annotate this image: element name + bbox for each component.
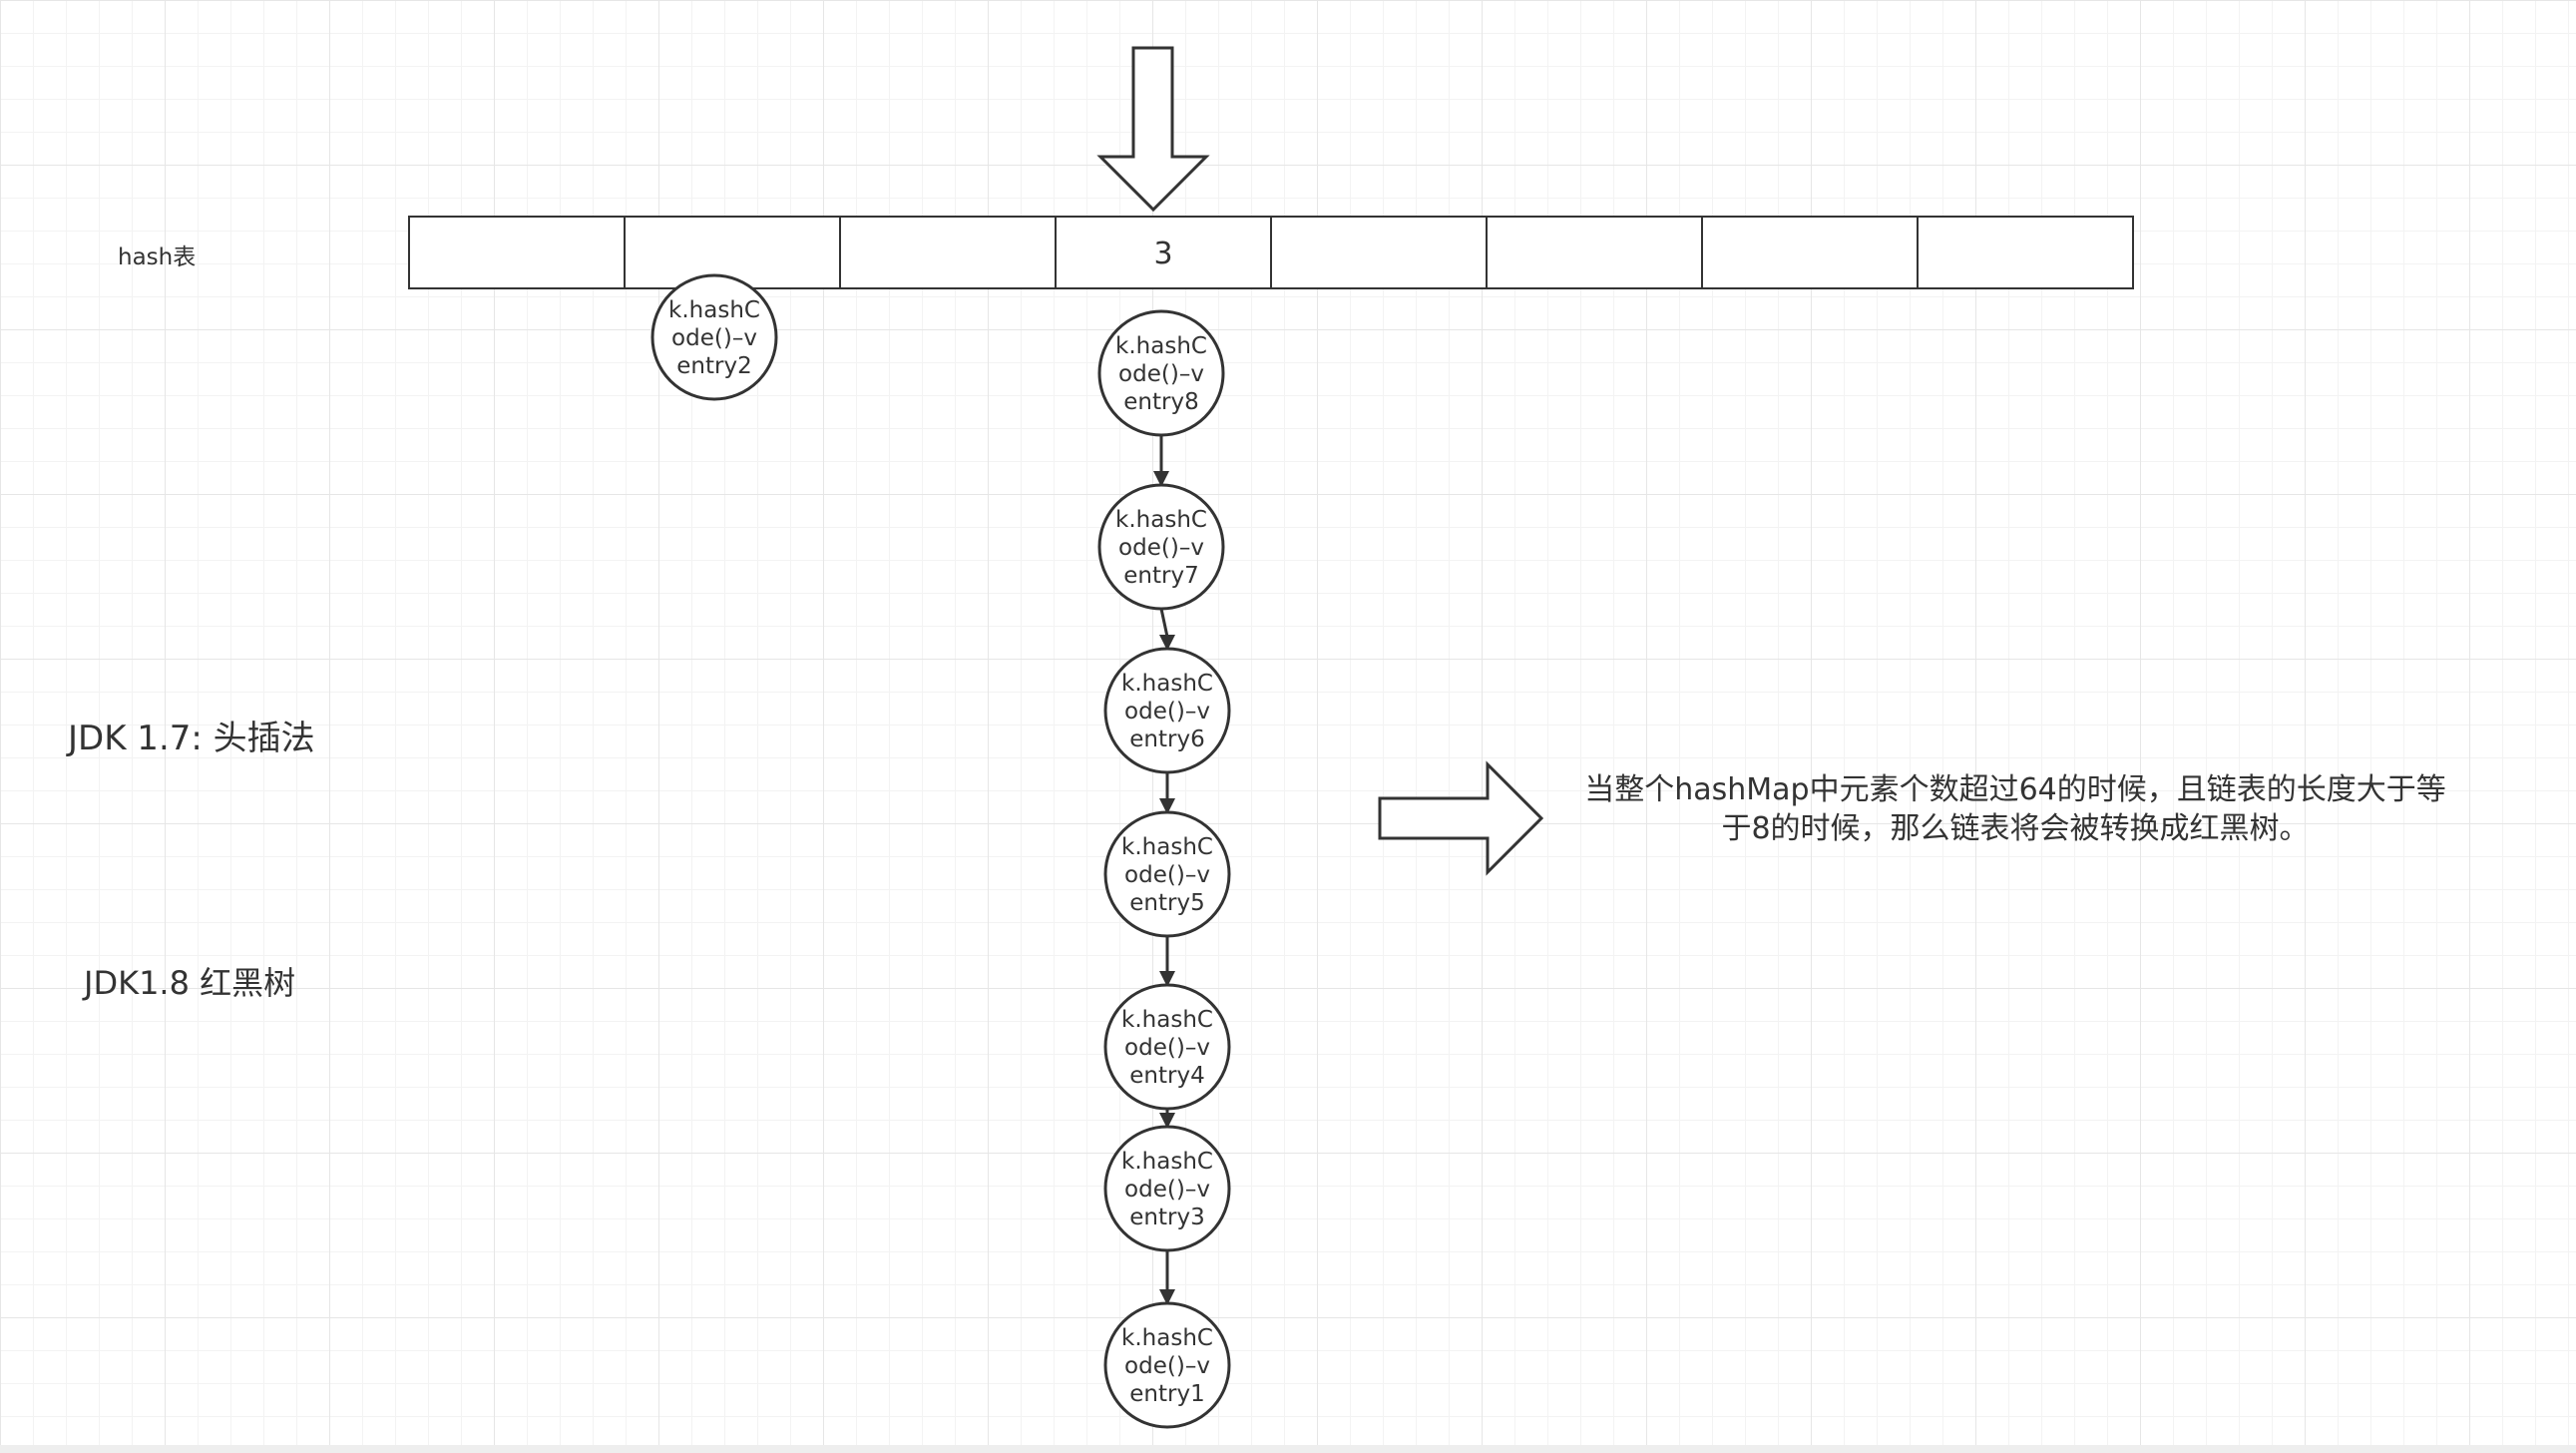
entry-node-text: entry3 bbox=[1129, 1205, 1204, 1230]
entry-node bbox=[1103, 647, 1231, 774]
conversion-note: 当整个hashMap中元素个数超过64的时候，且链表的长度大于等 于8的时候，那… bbox=[1566, 770, 2464, 848]
entry-node-text: entry8 bbox=[1123, 389, 1198, 415]
entry-node-text: entry4 bbox=[1129, 1063, 1204, 1089]
entry-node-text: ode()–v bbox=[1124, 1353, 1210, 1379]
entry-node-text: entry7 bbox=[1123, 563, 1198, 589]
arrowhead-icon bbox=[1159, 798, 1175, 814]
entry-node-text: ode()–v bbox=[1124, 1177, 1210, 1203]
entry-node-text: entry6 bbox=[1129, 726, 1204, 752]
entry-node-text: entry1 bbox=[1129, 1381, 1204, 1407]
jdk18-label: JDK1.8 红黑树 bbox=[84, 964, 296, 1002]
entry-node bbox=[1103, 1125, 1231, 1252]
arrowhead-icon bbox=[1153, 471, 1169, 487]
hash-slot bbox=[1270, 216, 1488, 289]
entry-node-text: entry2 bbox=[676, 353, 751, 379]
bottom-strip bbox=[0, 1445, 2576, 1453]
jdk17-label: JDK 1.7: 头插法 bbox=[68, 719, 315, 758]
entry-node bbox=[1097, 483, 1225, 611]
entry-node-text: ode()–v bbox=[1124, 1035, 1210, 1061]
convert-arrow-right-icon bbox=[1378, 760, 1544, 876]
entry-node-text: ode()–v bbox=[1118, 361, 1204, 387]
arrowhead-icon bbox=[1159, 1113, 1175, 1129]
hash-table-label: hash表 bbox=[118, 244, 197, 270]
hash-slot bbox=[839, 216, 1057, 289]
entry-node bbox=[1103, 810, 1231, 938]
chain-arrows bbox=[1153, 435, 1175, 1305]
entry-node-text: k.hashC bbox=[1121, 834, 1213, 860]
entry-node-text: ode()–v bbox=[1124, 699, 1210, 725]
entry-node-text: k.hashC bbox=[1115, 333, 1207, 359]
entry-node bbox=[1097, 309, 1225, 437]
entry-node-text: k.hashC bbox=[668, 297, 760, 323]
entry-node-text: entry5 bbox=[1129, 890, 1204, 916]
entry-node-text: ode()–v bbox=[671, 325, 757, 351]
arrowhead-icon bbox=[1159, 635, 1175, 651]
hash-slot bbox=[408, 216, 626, 289]
entry-node-text: k.hashC bbox=[1121, 1007, 1213, 1033]
arrowhead-icon bbox=[1159, 1289, 1175, 1305]
hash-slot bbox=[1701, 216, 1919, 289]
linked-list-chain: k.hashCode()–ventry8k.hashCode()–ventry7… bbox=[1097, 309, 1231, 1429]
note-line-1: 当整个hashMap中元素个数超过64的时候，且链表的长度大于等 bbox=[1584, 772, 2446, 807]
entry-node-text: k.hashC bbox=[1121, 1325, 1213, 1351]
entry-node-text: ode()–v bbox=[1118, 535, 1204, 561]
entry-node-text: k.hashC bbox=[1121, 671, 1213, 697]
entry-node bbox=[1103, 983, 1231, 1111]
chain-arrow-line bbox=[1159, 608, 1169, 638]
entry-node-text: k.hashC bbox=[1115, 507, 1207, 533]
note-line-2: 于8的时候，那么链表将会被转换成红黑树。 bbox=[1721, 811, 2310, 846]
hash-slot bbox=[1917, 216, 2134, 289]
hash-table: 3 bbox=[408, 216, 2134, 289]
entry-node-text: ode()–v bbox=[1124, 862, 1210, 888]
entry-node bbox=[650, 273, 778, 401]
insert-arrow-down-icon bbox=[1096, 46, 1210, 213]
entry-node-text: k.hashC bbox=[1121, 1149, 1213, 1175]
hash-slot-label: 3 bbox=[1153, 237, 1172, 271]
hash-slot bbox=[1486, 216, 1703, 289]
entry-node bbox=[1103, 1301, 1231, 1429]
arrowhead-icon bbox=[1159, 971, 1175, 987]
